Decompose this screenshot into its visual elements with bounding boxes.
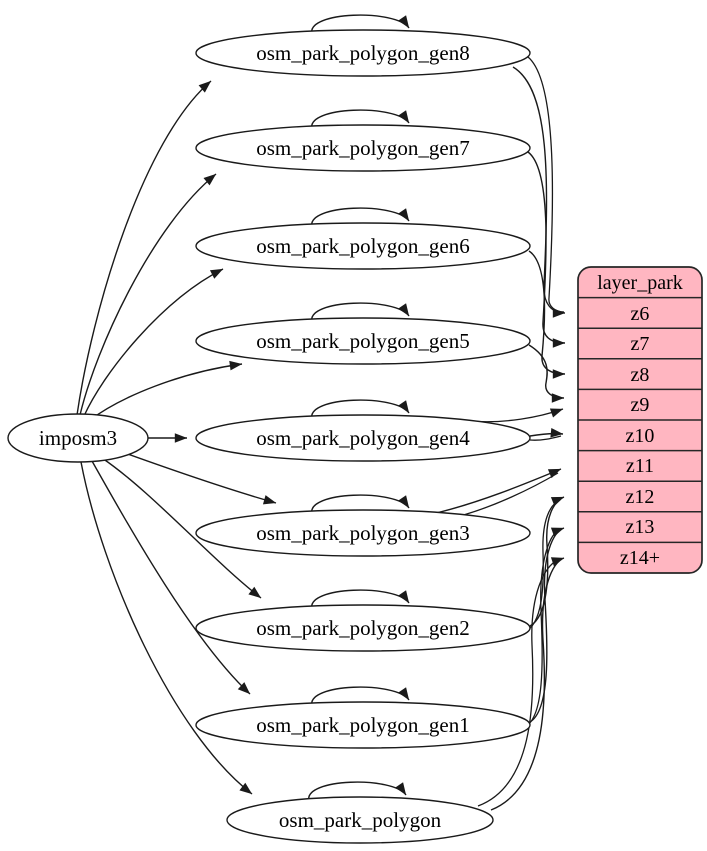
edge-gen8-to-z6-strand2 <box>527 56 565 313</box>
gen8-label: osm_park_polygon_gen8 <box>256 41 469 65</box>
edge-imposm3-to-polygon <box>80 461 253 795</box>
edge-imposm3-to-gen1 <box>91 460 251 695</box>
layer-row-z6: z6 <box>631 303 650 325</box>
node-osm-park-polygon-gen8: osm_park_polygon_gen8 <box>195 29 531 77</box>
gen6-ellipse <box>195 222 531 270</box>
gen7-label: osm_park_polygon_gen7 <box>256 136 469 160</box>
edge-gen4-to-z10-strand2 <box>529 435 562 441</box>
self-loop-polygon <box>308 781 407 802</box>
layer-row-z7: z7 <box>631 333 650 355</box>
gen6-label: osm_park_polygon_gen6 <box>256 234 469 258</box>
gen2-label: osm_park_polygon_gen2 <box>256 616 469 640</box>
edge-gen5-to-z9-strand2 <box>469 408 564 423</box>
edge-gen8-to-z6 <box>512 66 566 318</box>
edge-imposm3-to-gen7 <box>79 173 217 416</box>
layer-row-z14: z14+ <box>620 547 660 569</box>
edge-gen4-to-z10 <box>529 428 564 438</box>
edge-imposm3-to-gen6 <box>83 268 224 417</box>
edge-imposm3-to-gen2 <box>101 457 262 599</box>
gen4-ellipse <box>195 414 531 462</box>
gen7-ellipse <box>195 124 531 172</box>
gen8-ellipse <box>195 29 531 77</box>
gen2-ellipse <box>195 604 531 652</box>
self-loop-gen3 <box>311 494 410 515</box>
edge-imposm3-to-gen5 <box>89 360 243 421</box>
edges-from-imposm3 <box>76 80 277 795</box>
edge-polygon-to-z14 <box>490 557 565 811</box>
edge-gen3-to-z11-strand2 <box>447 472 559 520</box>
self-loop-gen6 <box>311 207 410 228</box>
node-osm-park-polygon-gen6: osm_park_polygon_gen6 <box>195 222 531 270</box>
self-loop-gen8 <box>311 14 410 35</box>
edge-gen1-to-z13 <box>529 527 565 723</box>
edge-gen7-to-z7 <box>527 151 566 348</box>
layer-row-z9: z9 <box>631 394 650 416</box>
gen3-label: osm_park_polygon_gen3 <box>256 521 469 545</box>
layer-park-record: layer_park z6 z7 z8 z9 z10 z11 z12 z13 z… <box>577 266 703 574</box>
node-osm-park-polygon: osm_park_polygon <box>226 796 494 844</box>
gen5-ellipse <box>195 317 531 365</box>
node-osm-park-polygon-gen3: osm_park_polygon_gen3 <box>195 509 531 557</box>
edge-gen3-to-z11 <box>431 468 562 515</box>
gen5-label: osm_park_polygon_gen5 <box>256 329 469 353</box>
layer-row-z12: z12 <box>626 486 655 508</box>
edge-gen2-to-z12-strand2 <box>523 499 561 633</box>
layer-row-z13: z13 <box>626 516 655 538</box>
edge-imposm3-to-gen8 <box>76 80 212 416</box>
layer-row-z11: z11 <box>626 455 654 477</box>
node-osm-park-polygon-gen2: osm_park_polygon_gen2 <box>195 604 531 652</box>
edge-gen5-to-z9 <box>528 344 565 403</box>
gen4-label: osm_park_polygon_gen4 <box>256 426 470 450</box>
self-loop-gen1 <box>311 686 410 707</box>
polygon-label: osm_park_polygon <box>279 808 442 832</box>
imposm3-label: imposm3 <box>39 426 117 450</box>
node-imposm3: imposm3 <box>7 413 149 463</box>
node-osm-park-polygon-gen7: osm_park_polygon_gen7 <box>195 124 531 172</box>
gen1-ellipse <box>195 701 531 749</box>
edges-to-layer-park <box>431 56 566 811</box>
self-loop-gen7 <box>311 109 410 130</box>
layer-park-title: layer_park <box>597 272 683 294</box>
self-loop-gen2 <box>311 589 410 610</box>
polygon-ellipse <box>226 796 494 844</box>
layer-row-z10: z10 <box>626 425 655 447</box>
gen3-ellipse <box>195 509 531 557</box>
edge-gen1-to-z13-strand2 <box>522 529 560 729</box>
layer-row-z8: z8 <box>631 364 650 386</box>
self-loop-gen5 <box>311 302 410 323</box>
node-osm-park-polygon-gen1: osm_park_polygon_gen1 <box>195 701 531 749</box>
self-loops <box>308 14 410 802</box>
imposm3-ellipse <box>7 413 149 463</box>
self-loop-gen4 <box>311 399 410 420</box>
edge-polygon-to-z14-strand2 <box>477 559 559 807</box>
gen1-label: osm_park_polygon_gen1 <box>256 713 469 737</box>
edge-gen6-to-z8 <box>528 250 566 379</box>
node-osm-park-polygon-gen4: osm_park_polygon_gen4 <box>195 414 531 462</box>
node-osm-park-polygon-gen5: osm_park_polygon_gen5 <box>195 317 531 365</box>
edge-imposm3-to-gen3 <box>121 451 277 505</box>
